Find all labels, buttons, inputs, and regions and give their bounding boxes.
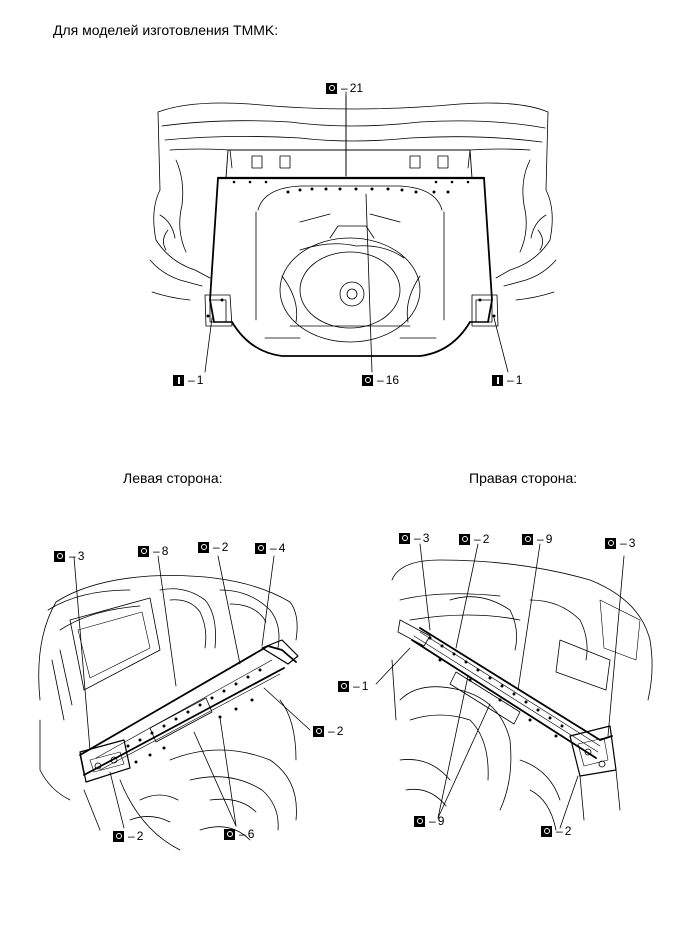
callout-number: 4	[278, 541, 286, 555]
callout-number: 16	[385, 373, 400, 387]
callout-number: 9	[545, 532, 553, 546]
callout-bolt-21: –21	[326, 81, 363, 95]
callout-right-bolt-2-bottom: –2	[541, 824, 571, 838]
bolt-symbol-icon	[414, 815, 425, 827]
left-side-drawing	[38, 575, 299, 851]
nut-symbol-icon	[492, 374, 503, 386]
callout-left-bolt-2-right: –2	[313, 724, 343, 738]
bolt-symbol-icon	[255, 542, 266, 554]
bolt-symbol-icon	[198, 541, 209, 553]
bolt-symbol-icon	[522, 533, 533, 545]
right-leader-lines	[375, 543, 625, 829]
callout-right-bolt-3-left: –3	[399, 531, 429, 545]
bolt-symbol-icon	[399, 532, 410, 544]
callout-bolt-16: –16	[362, 373, 399, 387]
top-leader-lines	[204, 91, 509, 373]
bolt-symbol-icon	[138, 545, 149, 557]
bolt-symbol-icon	[54, 550, 65, 562]
right-side-title: Правая сторона:	[469, 470, 578, 486]
callout-left-bolt-2-top: –2	[198, 540, 228, 554]
callout-number: 3	[628, 536, 636, 550]
callout-number: 9	[437, 814, 445, 828]
callout-number: 2	[221, 540, 229, 554]
left-side-title: Левая сторона:	[123, 470, 223, 486]
bolt-symbol-icon	[326, 82, 337, 94]
page-title: Для моделей изготовления TMMK:	[53, 22, 279, 38]
callout-right-bolt-3-right: –3	[605, 536, 635, 550]
callout-number: 2	[336, 724, 344, 738]
callout-right-bolt-1: –1	[338, 679, 368, 693]
callout-number: 3	[422, 531, 430, 545]
callout-right-bolt-9-bottom: –9	[414, 814, 444, 828]
callout-number: 1	[515, 373, 523, 387]
bolt-symbol-icon	[459, 533, 470, 545]
callout-left-bolt-3: –3	[54, 549, 84, 563]
callout-left-bolt-2-bottom: –2	[113, 829, 143, 843]
callout-number: 6	[247, 827, 255, 841]
callout-nut-1-right: –1	[492, 373, 522, 387]
callout-number: 2	[482, 532, 490, 546]
bolt-symbol-icon	[605, 537, 616, 549]
right-side-drawing	[391, 559, 653, 831]
bolt-symbol-icon	[338, 680, 349, 692]
nut-symbol-icon	[173, 374, 184, 386]
callout-number: 1	[196, 373, 204, 387]
callout-right-bolt-9-top: –9	[522, 532, 552, 546]
callout-number: 8	[161, 544, 169, 558]
callout-number: 2	[136, 829, 144, 843]
bolt-symbol-icon	[541, 825, 552, 837]
callout-number: 3	[77, 549, 85, 563]
bolt-symbol-icon	[113, 830, 124, 842]
callout-left-bolt-4: –4	[255, 541, 285, 555]
callout-number: 21	[349, 81, 364, 95]
left-leader-lines	[73, 555, 311, 829]
bolt-symbol-icon	[224, 828, 235, 840]
bolt-symbol-icon	[362, 374, 373, 386]
rear-floor-pan-drawing	[149, 95, 557, 357]
bolt-symbol-icon	[313, 725, 324, 737]
callout-number: 2	[564, 824, 572, 838]
callout-left-bolt-6: –6	[224, 827, 254, 841]
callout-number: 1	[361, 679, 369, 693]
callout-nut-1-left: –1	[173, 373, 203, 387]
callout-left-bolt-8: –8	[138, 544, 168, 558]
callout-right-bolt-2-top: –2	[459, 532, 489, 546]
